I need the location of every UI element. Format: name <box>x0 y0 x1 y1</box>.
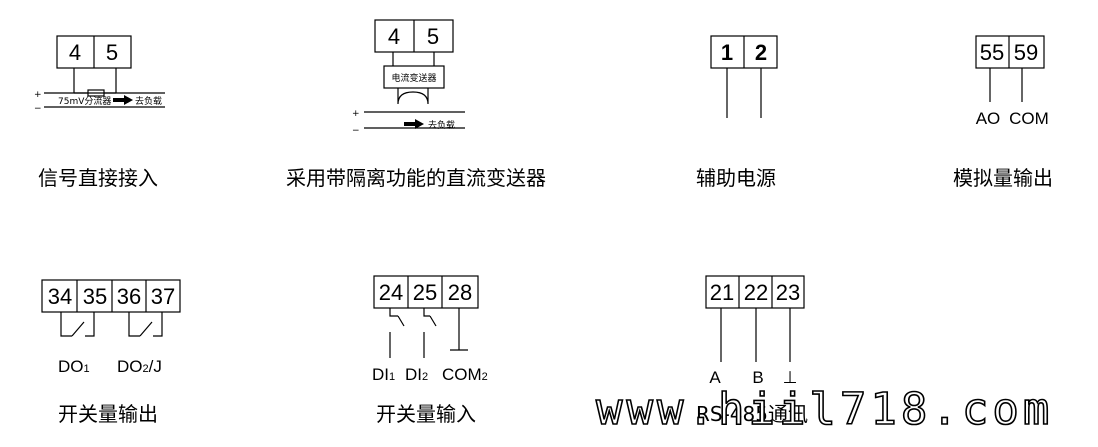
terminal-5: 5 <box>106 40 118 65</box>
terminal-4-transmitter: 4 <box>388 24 400 49</box>
di1-label: DI1 <box>372 365 395 384</box>
plus-sign: + <box>34 90 42 100</box>
terminal-2: 2 <box>755 40 767 65</box>
caption-isolated-transmitter: 采用带隔离功能的直流变送器 <box>286 166 546 190</box>
to-load-label: 去负载 <box>135 95 162 107</box>
terminal-block-switch-output <box>41 279 181 337</box>
caption-switch-output: 开关量输出 <box>58 402 158 426</box>
to-load-label-transmitter: 去负载 <box>428 119 455 131</box>
current-transmitter-box <box>383 65 445 89</box>
terminal-block-transmitter <box>364 19 465 129</box>
to-load-arrow-2 <box>404 119 424 129</box>
terminal-21: 21 <box>710 280 734 305</box>
terminal-block-analog-output <box>975 35 1045 102</box>
terminal-36: 36 <box>117 284 141 309</box>
rs485-ground-label: ⊥ <box>783 368 798 387</box>
terminal-block-aux-power <box>710 35 778 118</box>
caption-signal-direct: 信号直接接入 <box>38 166 158 190</box>
terminal-35: 35 <box>83 284 107 309</box>
terminal-5-transmitter: 5 <box>427 24 439 49</box>
terminal-block-rs485 <box>705 275 805 362</box>
terminal-1: 1 <box>721 40 733 65</box>
caption-aux-power: 辅助电源 <box>696 166 776 190</box>
terminal-23: 23 <box>776 280 800 305</box>
di2-label: DI2 <box>405 365 428 384</box>
do2-label: DO2/J <box>117 357 162 376</box>
com2-label: COM2 <box>442 365 488 384</box>
terminal-4: 4 <box>69 40 81 65</box>
com-label: COM <box>1009 109 1049 128</box>
caption-switch-input: 开关量输入 <box>376 402 476 426</box>
shunt-label: 75mV分流器 <box>58 95 111 107</box>
terminal-block-switch-input <box>373 275 479 358</box>
rs485-a-label: A <box>709 368 721 387</box>
terminal-24: 24 <box>379 280 403 305</box>
terminal-22: 22 <box>744 280 768 305</box>
terminal-28: 28 <box>448 280 472 305</box>
terminal-34: 34 <box>48 284 72 309</box>
do1-label: DO1 <box>58 357 90 376</box>
terminal-55: 55 <box>980 40 1004 65</box>
ao-label: AO <box>976 109 1001 128</box>
plus-sign-transmitter: + <box>352 109 360 119</box>
minus-sign-transmitter: − <box>352 126 360 136</box>
terminal-block-signal-direct <box>44 35 165 108</box>
transmitter-label: 电流变送器 <box>391 72 436 84</box>
watermark-text: www.hiil718.com <box>596 384 1053 435</box>
rs485-b-label: B <box>752 368 763 387</box>
rs485-caption: RS-485通讯 <box>696 402 808 426</box>
caption-analog-output: 模拟量输出 <box>953 166 1053 190</box>
terminal-59: 59 <box>1014 40 1038 65</box>
minus-sign: − <box>34 104 42 114</box>
to-load-arrow-1 <box>113 95 133 105</box>
terminal-37: 37 <box>151 284 175 309</box>
terminal-25: 25 <box>413 280 437 305</box>
